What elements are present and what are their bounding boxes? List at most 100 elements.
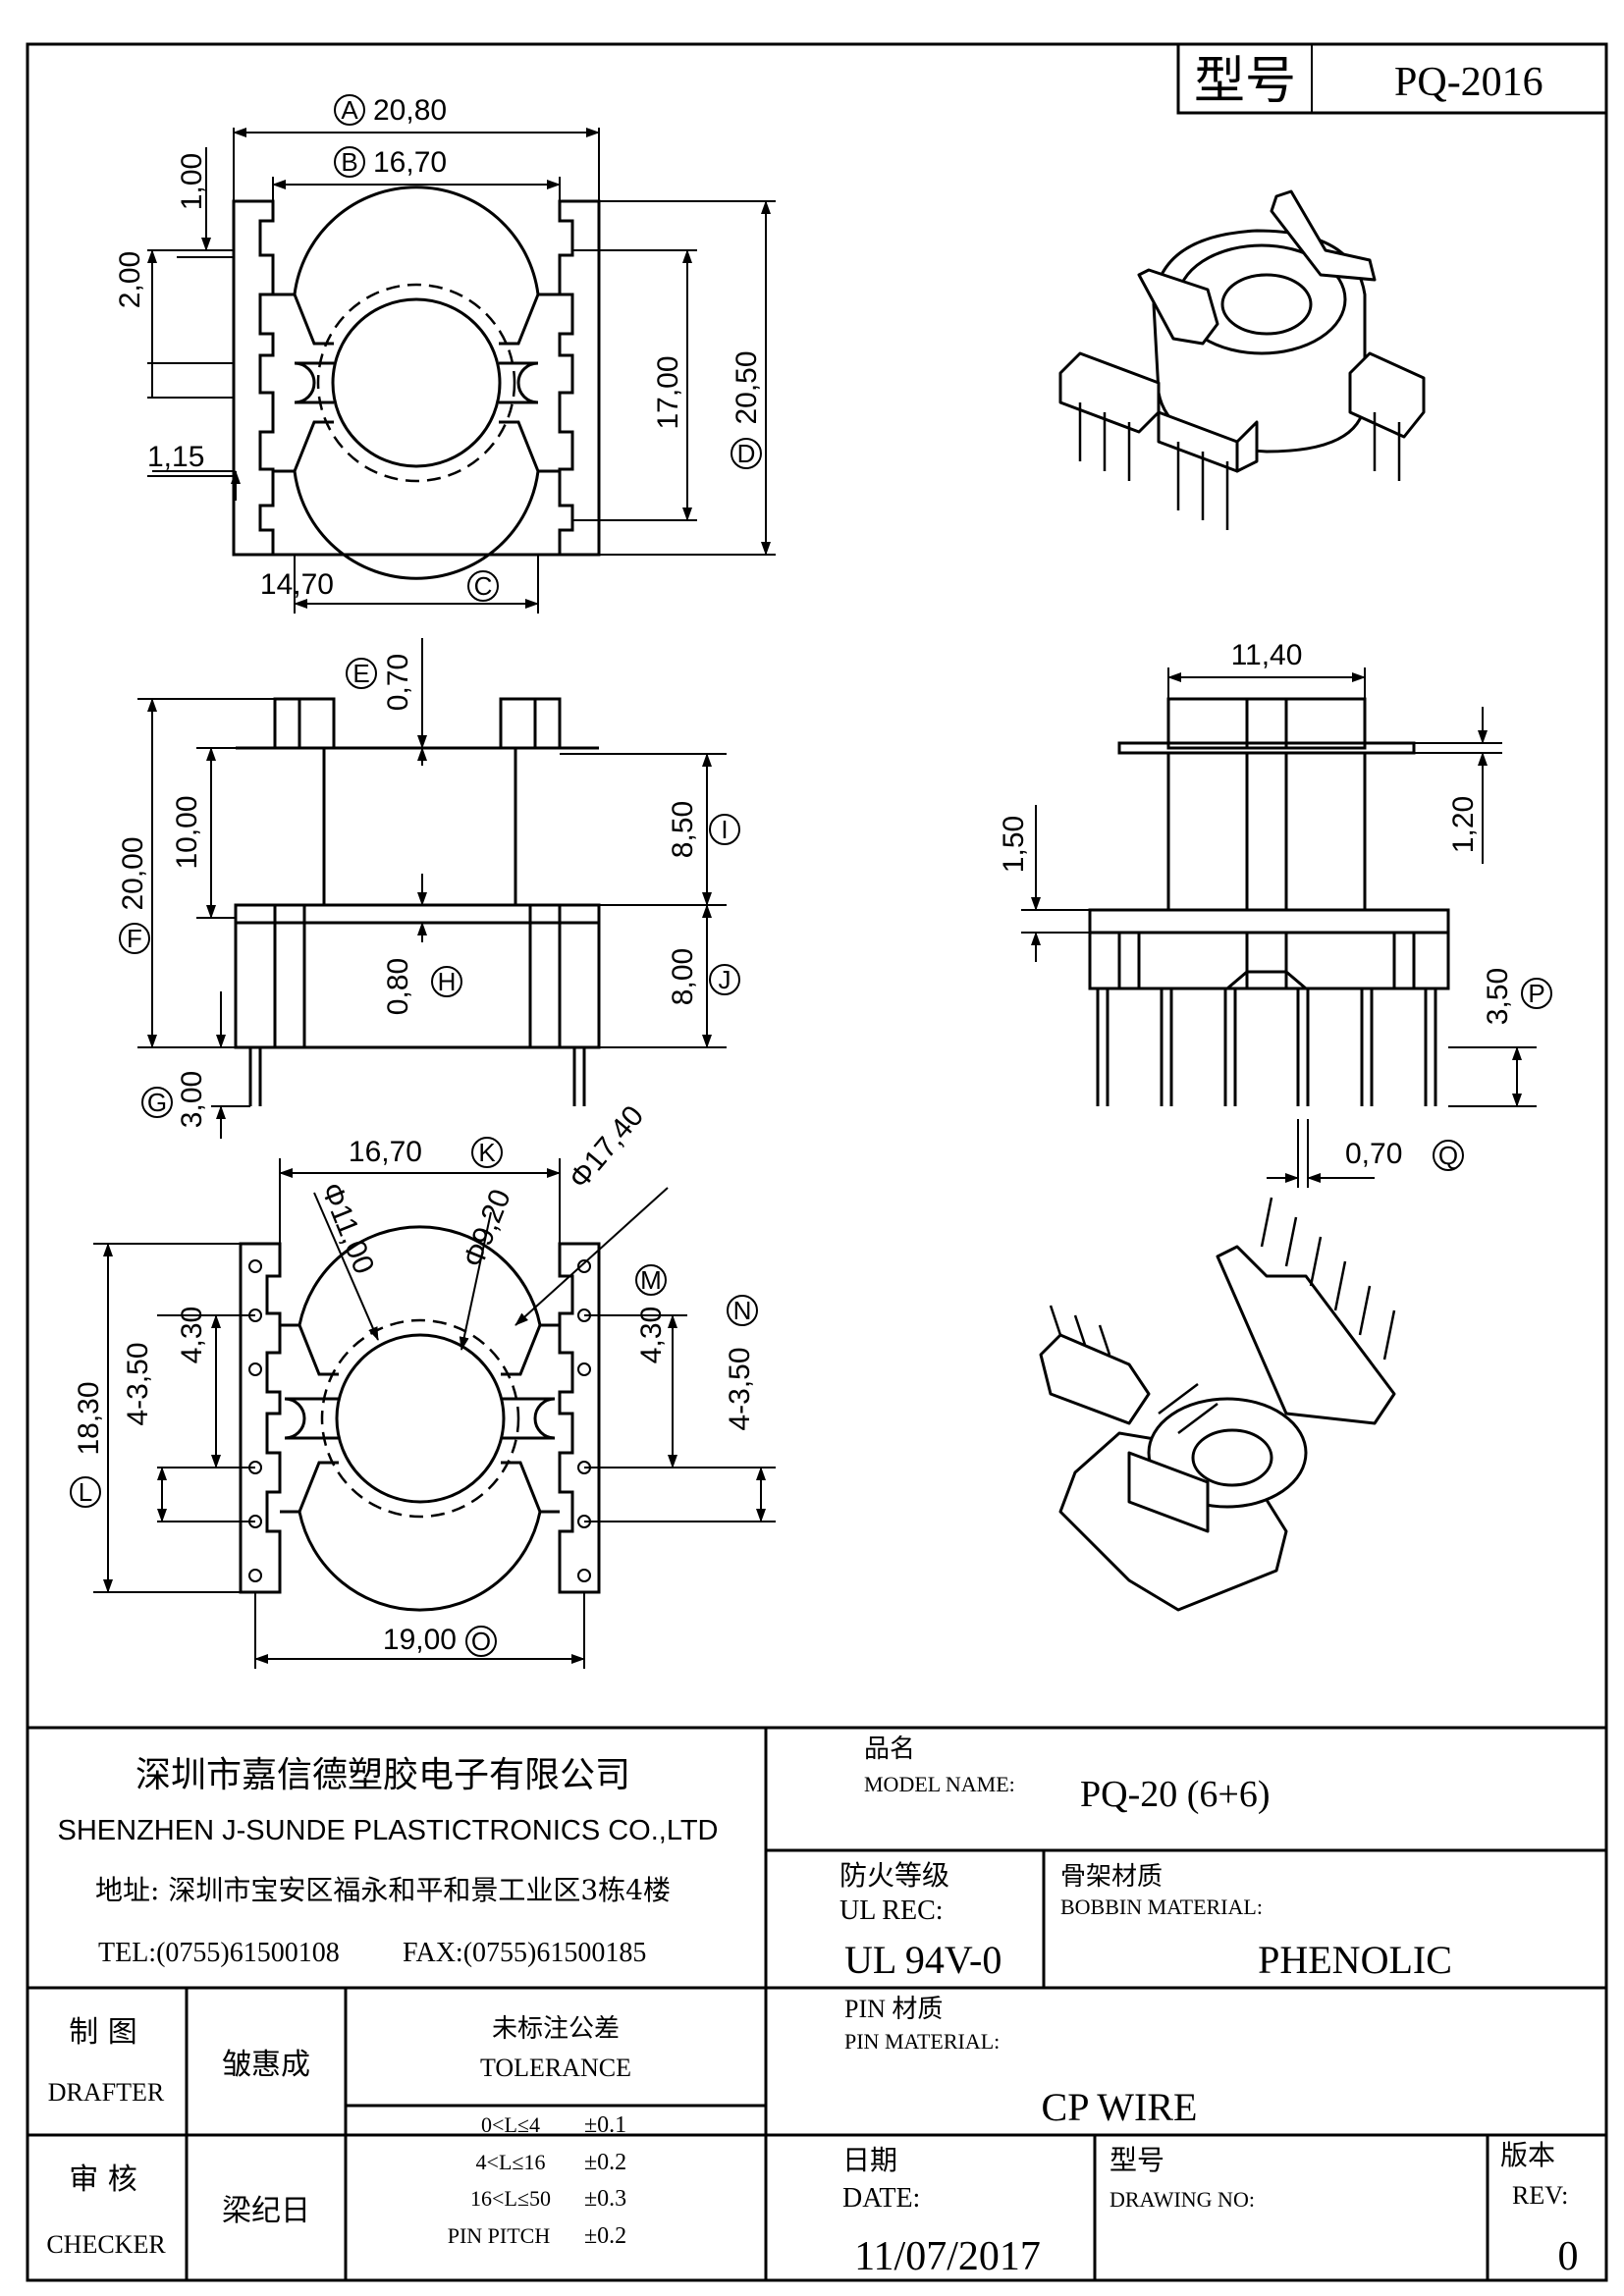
checker-label-cn: 审 核 bbox=[69, 2163, 137, 2197]
front-view-dimensions bbox=[137, 638, 727, 1139]
drafter-section: 制 图 DRAFTER 皱惠成 bbox=[48, 2015, 310, 2107]
drawing-no-label-cn: 型号 bbox=[1110, 2144, 1164, 2176]
tolerance-value-4: ±0.2 bbox=[584, 2223, 626, 2249]
drawing-no-section: 型号 DRAWING NO: bbox=[1110, 2144, 1255, 2212]
revision-value: 0 bbox=[1558, 2234, 1579, 2279]
sheet-border bbox=[26, 42, 1608, 2282]
svg-text:O: O bbox=[471, 1627, 491, 1656]
model-value: PQ-20 (6+6) bbox=[1080, 1774, 1270, 1815]
type-value: PQ-2016 bbox=[1394, 60, 1543, 105]
tolerance-range-3: 16<L≤50 bbox=[470, 2186, 551, 2211]
bottom-view bbox=[239, 1225, 601, 1612]
pin-value: CP WIRE bbox=[1042, 2085, 1198, 2129]
dim-4-30-value: 4,30 bbox=[176, 1307, 208, 1363]
svg-text:N: N bbox=[733, 1296, 752, 1325]
side-view bbox=[1088, 697, 1450, 1106]
dim-11-40-value: 11,40 bbox=[1231, 639, 1303, 671]
ul-rating-section: 防火等级 UL REC: UL 94V-0 bbox=[839, 1859, 1001, 1982]
model-label-en: MODEL NAME: bbox=[864, 1772, 1015, 1796]
front-view-labels: E 0,70 20,00 F 10,00 8,50 I 8,00 J 0,80 … bbox=[117, 654, 740, 1128]
dim-1-20-value: 1,20 bbox=[1447, 796, 1480, 853]
dim-c-value: 14,70 bbox=[260, 568, 334, 601]
dim-a-value: 20,80 bbox=[373, 94, 447, 127]
bobbin-label-en: BOBBIN MATERIAL: bbox=[1060, 1895, 1263, 1919]
dim-17-value: 17,00 bbox=[652, 355, 684, 429]
date-section: 日期 DATE: 11/07/2017 bbox=[842, 2144, 1041, 2279]
model-label-cn: 品名 bbox=[864, 1735, 915, 1764]
bobbin-material-section: 骨架材质 BOBBIN MATERIAL: PHENOLIC bbox=[1060, 1862, 1452, 1982]
side-view-labels: 11,40 1,20 1,50 3,50 P 0,70 Q bbox=[998, 639, 1552, 1171]
ul-label-cn: 防火等级 bbox=[839, 1859, 949, 1892]
ul-label-en: UL REC: bbox=[839, 1896, 944, 1926]
title-block-grid bbox=[27, 1728, 1606, 2280]
company-info: 深圳市嘉信德塑胶电子有限公司 SHENZHEN J-SUNDE PLASTICT… bbox=[58, 1755, 719, 1968]
top-view bbox=[232, 186, 601, 580]
tolerance-section: 未标注公差 TOLERANCE 0<L≤4 ±0.1 4<L≤16 ±0.2 1… bbox=[448, 2014, 631, 2249]
company-name-cn: 深圳市嘉信德塑胶电子有限公司 bbox=[135, 1755, 630, 1795]
bobbin-value: PHENOLIC bbox=[1258, 1938, 1452, 1982]
dim-i-value: 8,50 bbox=[667, 801, 699, 858]
dim-m-value: 4,30 bbox=[635, 1307, 668, 1363]
dim-d-value: 20,50 bbox=[731, 350, 763, 424]
svg-text:L: L bbox=[79, 1477, 92, 1507]
dim-dia-9-20-value: Φ9,20 bbox=[457, 1185, 516, 1272]
top-view-labels: A 20,80 B 16,70 14,70 C 17,00 20,50 D 1,… bbox=[114, 94, 763, 602]
svg-text:H: H bbox=[438, 967, 457, 996]
drafter-name: 皱惠成 bbox=[222, 2048, 310, 2082]
company-name-en: SHENZHEN J-SUNDE PLASTICTRONICS CO.,LTD bbox=[58, 1815, 719, 1846]
drawing-no-label-en: DRAWING NO: bbox=[1110, 2187, 1255, 2212]
tolerance-range-4: PIN PITCH bbox=[448, 2223, 551, 2248]
dim-dia-17-40-value: Φ17,40 bbox=[563, 1099, 650, 1195]
svg-text:G: G bbox=[147, 1088, 167, 1117]
drafter-label-cn: 制 图 bbox=[69, 2015, 137, 2050]
dim-j-value: 8,00 bbox=[667, 948, 699, 1005]
revision-label-en: REV: bbox=[1512, 2181, 1568, 2210]
dim-e-value: 0,70 bbox=[382, 654, 414, 711]
side-view-dimensions bbox=[1021, 667, 1537, 1188]
checker-label-en: CHECKER bbox=[46, 2230, 166, 2259]
company-address: 地址: 深圳市宝安区福永和平和景工业区3栋4楼 bbox=[95, 1874, 671, 1906]
svg-text:K: K bbox=[478, 1138, 496, 1167]
pin-label-en: PIN MATERIAL: bbox=[844, 2029, 1000, 2054]
svg-text:I: I bbox=[721, 815, 728, 844]
top-view-dimensions bbox=[147, 128, 776, 614]
dim-n-value: 4-3,50 bbox=[724, 1347, 756, 1430]
svg-text:D: D bbox=[737, 439, 756, 468]
dim-10-00-value: 10,00 bbox=[171, 795, 203, 869]
type-label: 型号 bbox=[1194, 52, 1296, 111]
isometric-view-bottom bbox=[1039, 1197, 1396, 1612]
pin-label-cn: PIN 材质 bbox=[844, 1995, 943, 2023]
tolerance-value-3: ±0.3 bbox=[584, 2186, 626, 2212]
revision-label-cn: 版本 bbox=[1500, 2139, 1555, 2171]
dim-dia-11-value: Φ11,00 bbox=[314, 1178, 380, 1278]
dim-h-value: 0,80 bbox=[382, 958, 414, 1015]
date-value: 11/07/2017 bbox=[854, 2234, 1041, 2279]
isometric-view-top bbox=[1058, 189, 1426, 530]
svg-text:B: B bbox=[341, 147, 357, 177]
tolerance-range-2: 4<L≤16 bbox=[476, 2150, 546, 2174]
company-fax: FAX:(0755)61500185 bbox=[403, 1938, 646, 1968]
svg-text:P: P bbox=[1528, 979, 1544, 1008]
checker-section: 审 核 CHECKER 梁纪日 bbox=[46, 2163, 310, 2259]
company-tel: TEL:(0755)61500108 bbox=[98, 1938, 340, 1968]
revision-section: 版本 REV: 0 bbox=[1500, 2139, 1579, 2279]
dim-l-value: 18,30 bbox=[73, 1381, 105, 1455]
type-header-box: 型号 PQ-2016 bbox=[1176, 42, 1608, 115]
svg-text:C: C bbox=[474, 571, 493, 601]
svg-text:J: J bbox=[719, 965, 731, 994]
dim-p-value: 3,50 bbox=[1482, 968, 1514, 1025]
pin-material-section: PIN 材质 PIN MATERIAL: CP WIRE bbox=[844, 1995, 1197, 2129]
bottom-view-dimensions bbox=[93, 1158, 776, 1669]
dim-2-00-value: 2,00 bbox=[114, 251, 146, 308]
drafter-label-en: DRAFTER bbox=[48, 2078, 165, 2107]
bottom-pin-holes bbox=[248, 1259, 591, 1582]
svg-text:A: A bbox=[341, 95, 358, 125]
front-view bbox=[234, 697, 601, 1106]
date-label-cn: 日期 bbox=[842, 2144, 897, 2176]
dim-1-50-value: 1,50 bbox=[998, 816, 1030, 873]
bottom-view-labels: 16,70 K Φ11,00 Φ9,20 Φ17,40 M 4,30 N 4-3… bbox=[70, 1099, 758, 1657]
ul-value: UL 94V-0 bbox=[844, 1938, 1001, 1982]
dim-1-15-value: 1,15 bbox=[147, 441, 204, 473]
tolerance-title-cn: 未标注公差 bbox=[492, 2014, 620, 2044]
